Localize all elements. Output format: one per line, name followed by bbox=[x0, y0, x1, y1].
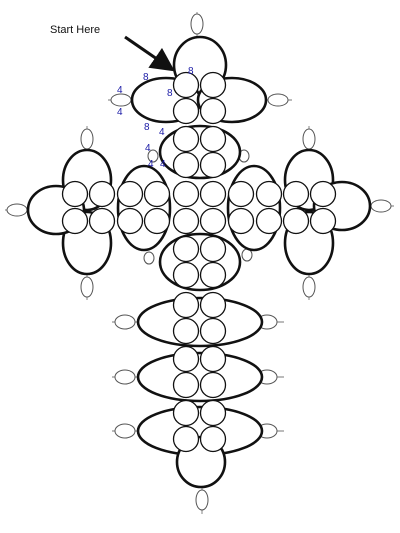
bead-42 bbox=[309, 180, 337, 208]
picot-stem-left-1 bbox=[114, 314, 136, 330]
count-top-ring-right: 8 bbox=[188, 66, 194, 77]
picot-left-arm-top bbox=[80, 128, 94, 150]
ring-stem-2 bbox=[136, 351, 264, 403]
start-here-label: Start Here bbox=[50, 24, 100, 36]
bead-0 bbox=[172, 71, 200, 99]
bead-41 bbox=[282, 207, 310, 235]
count-picot-left-upper: 4 bbox=[117, 85, 123, 96]
bead-36 bbox=[227, 180, 255, 208]
picot-chain-left-lower bbox=[143, 251, 155, 265]
count-chain-left-4-c: 4 bbox=[148, 159, 154, 170]
bead-10 bbox=[172, 207, 200, 235]
bead-1 bbox=[199, 71, 227, 99]
count-top-ring-center: 8 bbox=[167, 88, 173, 99]
count-chain-left-4-b: 4 bbox=[145, 143, 151, 154]
ring-center-lower bbox=[158, 232, 242, 292]
bead-12 bbox=[172, 235, 200, 263]
ring-inner-right bbox=[226, 164, 282, 252]
bead-19 bbox=[199, 317, 227, 345]
picot-top bbox=[190, 13, 204, 35]
bead-13 bbox=[199, 235, 227, 263]
count-chain-left-4-d: 4 bbox=[160, 159, 166, 170]
bead-5 bbox=[199, 125, 227, 153]
bead-7 bbox=[199, 151, 227, 179]
bead-9 bbox=[199, 180, 227, 208]
picot-right-arm-bottom bbox=[302, 276, 316, 298]
bead-31 bbox=[88, 207, 116, 235]
bead-22 bbox=[172, 371, 200, 399]
picot-right-end bbox=[370, 199, 392, 213]
bead-grid bbox=[61, 71, 337, 453]
bead-33 bbox=[116, 207, 144, 235]
bead-39 bbox=[255, 207, 283, 235]
bead-17 bbox=[199, 291, 227, 319]
bead-35 bbox=[143, 207, 171, 235]
bead-38 bbox=[255, 180, 283, 208]
bead-28 bbox=[61, 180, 89, 208]
picot-chain-left-upper bbox=[147, 149, 159, 163]
bead-2 bbox=[172, 97, 200, 125]
bead-26 bbox=[172, 425, 200, 453]
outer-rings bbox=[26, 35, 372, 489]
picot-stem-left-3 bbox=[114, 423, 136, 439]
bead-21 bbox=[199, 345, 227, 373]
bead-15 bbox=[199, 261, 227, 289]
bead-34 bbox=[143, 180, 171, 208]
bead-30 bbox=[88, 180, 116, 208]
bead-6 bbox=[172, 151, 200, 179]
bead-25 bbox=[199, 399, 227, 427]
bead-4 bbox=[172, 125, 200, 153]
bead-29 bbox=[61, 207, 89, 235]
count-top-ring-left: 8 bbox=[143, 72, 149, 83]
bead-20 bbox=[172, 345, 200, 373]
picot-left-arm-bottom bbox=[80, 276, 94, 298]
bead-16 bbox=[172, 291, 200, 319]
bead-40 bbox=[282, 180, 310, 208]
bead-8 bbox=[172, 180, 200, 208]
bead-27 bbox=[199, 425, 227, 453]
bead-11 bbox=[199, 207, 227, 235]
start-arrow-icon bbox=[124, 35, 175, 72]
ring-center-upper bbox=[158, 124, 242, 180]
ring-inner-left bbox=[116, 164, 172, 252]
bead-23 bbox=[199, 371, 227, 399]
count-labels: 8 8 8 4 4 8 4 4 4 4 bbox=[117, 66, 194, 170]
picot-right-arm-top bbox=[302, 128, 316, 150]
bead-43 bbox=[309, 207, 337, 235]
count-chain-left-8: 8 bbox=[144, 122, 150, 133]
picot-bottom bbox=[195, 489, 209, 511]
bead-3 bbox=[199, 97, 227, 125]
ring-stem-1 bbox=[136, 296, 264, 348]
picot-upper-right bbox=[267, 93, 289, 107]
count-chain-left-4-a: 4 bbox=[159, 127, 165, 138]
bead-24 bbox=[172, 399, 200, 427]
bead-32 bbox=[116, 180, 144, 208]
count-picot-left-lower: 4 bbox=[117, 107, 123, 118]
bead-14 bbox=[172, 261, 200, 289]
bead-37 bbox=[227, 207, 255, 235]
bead-18 bbox=[172, 317, 200, 345]
picot-left-end bbox=[6, 203, 28, 217]
picot-stem-left-2 bbox=[114, 369, 136, 385]
